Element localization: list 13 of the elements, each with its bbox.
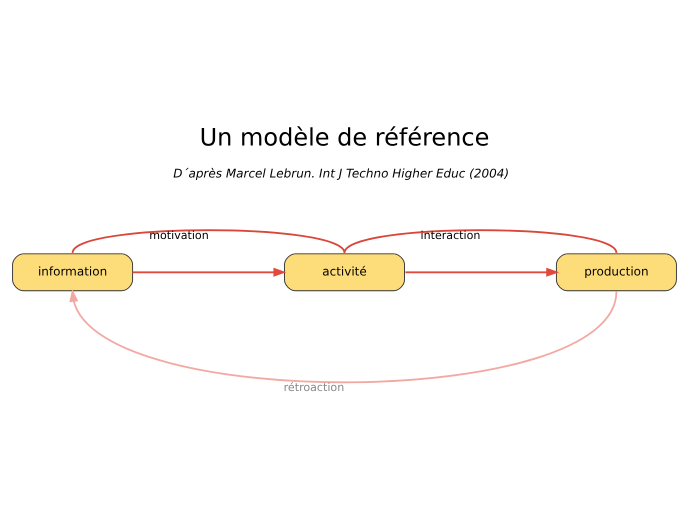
node-box: information <box>12 253 134 292</box>
caption: D´après Marcel Lebrun. Int J Techno Higher Educ (2004) <box>173 166 510 181</box>
diagram-title: Un modèle de référence <box>200 124 490 152</box>
connector <box>344 229 618 254</box>
edge-label: motivation <box>149 229 209 242</box>
edge-label: rétroaction <box>284 381 344 394</box>
arrow <box>132 268 286 277</box>
arrow <box>405 268 560 277</box>
node-box: activité <box>284 253 405 292</box>
edge-label: interaction <box>420 229 480 242</box>
arrow <box>69 288 618 384</box>
node-box: production <box>556 253 677 292</box>
connector <box>72 229 346 254</box>
